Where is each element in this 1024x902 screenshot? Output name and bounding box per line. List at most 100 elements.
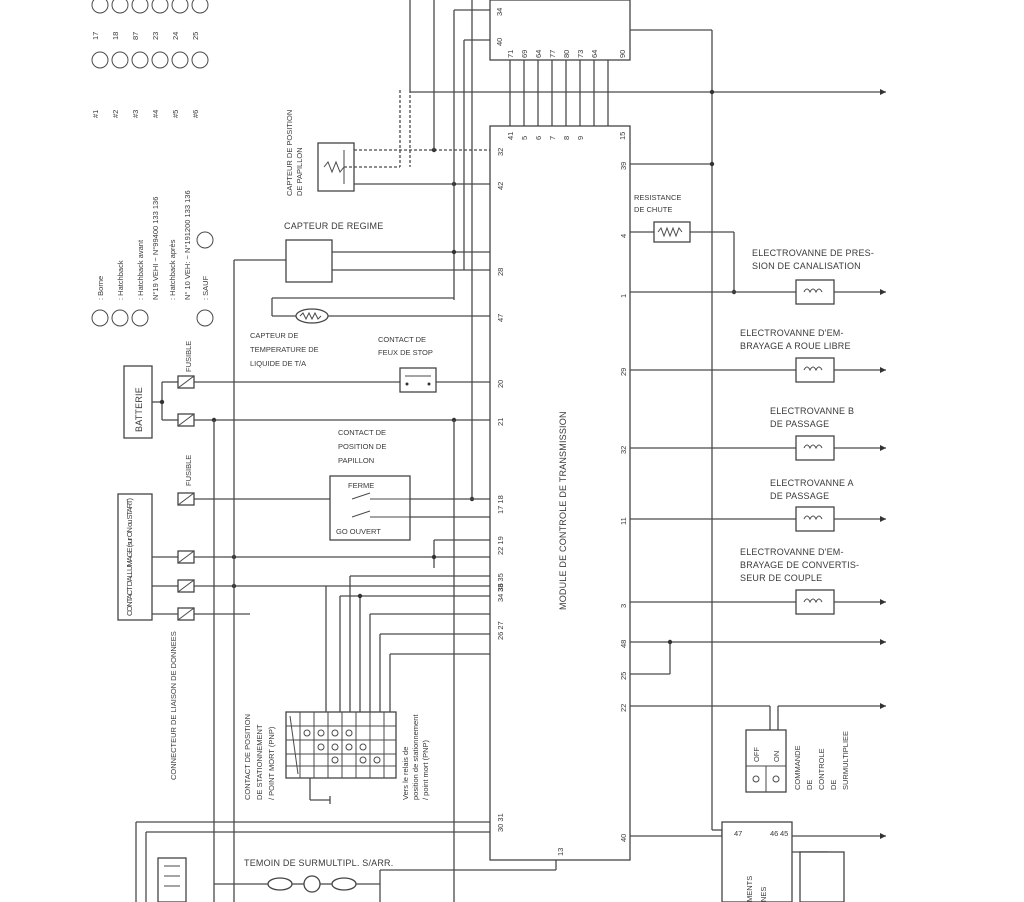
overdrive-switch: OFF ON COMMANDE DE CONTROLE DE SURMULTIP… xyxy=(745,729,850,793)
battery: BATTERIE xyxy=(123,365,178,439)
module-pin-right-6: 3 xyxy=(619,604,628,608)
throttle-position-switch: CONTACT DE POSITION DE PAPILLON FERME GO… xyxy=(329,428,411,541)
module-pin-left-3: 47 xyxy=(496,314,505,322)
upper-left-pin-1: 40 xyxy=(495,38,504,46)
module-pin-left-4: 20 xyxy=(496,380,505,388)
module-pin-left-10: 26 27 xyxy=(496,621,505,640)
overdrive-lamp-label: TEMOIN DE SURMULTIPL. S/ARR. xyxy=(244,858,393,868)
upper-pin-1: 69 xyxy=(520,50,529,58)
tp-switch-label-1: CONTACT DE xyxy=(338,428,386,437)
module-label: MODULE DE CONTROLE DE TRANSMISSION xyxy=(558,411,568,610)
ferme-label: FERME xyxy=(348,481,374,490)
upper-pin-6: 64 xyxy=(590,50,599,58)
module-pin-left-8: 33 35 xyxy=(496,573,505,592)
module-pin-top-6: 15 xyxy=(618,132,627,140)
legend-pin-6: 25 xyxy=(191,32,200,40)
speed-sensor-label: CAPTEUR DE REGIME xyxy=(284,221,383,231)
pnp-relay-label-2: position de stationnement xyxy=(411,714,420,800)
coolant-label-1: CAPTEUR DE xyxy=(250,331,298,340)
od-switch-label-1: COMMANDE xyxy=(793,745,802,790)
legend-code-2: #2 xyxy=(111,110,120,118)
fuse-note-2: FUSIBLE xyxy=(184,455,193,486)
instrument-label-2: MENTS xyxy=(745,876,754,902)
od-switch-label-5: SURMULTIPLIEE xyxy=(841,731,850,790)
upper-pin-4: 80 xyxy=(562,50,571,58)
legend-code-6: #6 xyxy=(191,110,200,118)
legend-note-6: N° 10 VEH: ~ N°191200 133 136 xyxy=(183,190,192,300)
data-link-label: CONNECTEUR DE LIAISON DE DONNEES xyxy=(169,631,178,780)
dropping-resistor-label-2: DE CHUTE xyxy=(634,205,672,214)
shift-b-label-1: ELECTROVANNE B xyxy=(770,406,854,416)
legend-note-2: : Hatchback xyxy=(116,260,125,300)
line-pressure-label-1: ELECTROVANNE DE PRES- xyxy=(752,248,874,258)
instrument-pin-2: 46 xyxy=(770,829,778,838)
legend-pin-4: 23 xyxy=(151,32,160,40)
module-pin-right-5: 11 xyxy=(619,517,628,525)
upper-left-pin-0: 34 xyxy=(495,8,504,16)
pnp-label-2: DE STATIONNEMENT xyxy=(255,724,264,800)
overrun-label-2: BRAYAGE A ROUE LIBRE xyxy=(740,341,851,351)
upper-pin-2: 64 xyxy=(534,50,543,58)
transmission-control-module: MODULE DE CONTROLE DE TRANSMISSION xyxy=(489,125,631,861)
coolant-temp-sensor: CAPTEUR DE TEMPERATURE DE LIQUIDE DE T/A xyxy=(250,297,490,368)
pnp-label-1: CONTACT DE POSITION xyxy=(243,714,252,800)
tp-switch-label-2: POSITION DE xyxy=(338,442,386,451)
shift-a-label-2: DE PASSAGE xyxy=(770,491,829,501)
coolant-label-3: LIQUIDE DE T/A xyxy=(250,359,306,368)
right-wires: RESISTANCE DE CHUTE xyxy=(410,29,886,837)
legend-note-5: : Hatchback après xyxy=(168,239,177,300)
module-pin-right-3: 29 xyxy=(619,368,628,376)
pnp-switch: CONTACT DE POSITION DE STATIONNEMENT / P… xyxy=(243,539,490,804)
module-pin-left-7: 22 19 xyxy=(496,536,505,555)
overrun-label-1: ELECTROVANNE D'EM- xyxy=(740,328,844,338)
module-pin-top-1: 5 xyxy=(520,136,529,140)
module-pin-right-4: 32 xyxy=(619,446,628,454)
module-pin-left-6: 17 18 xyxy=(496,495,505,514)
fuse-note-1: FUSIBLE xyxy=(184,341,193,372)
legend-code-4: #4 xyxy=(151,110,160,118)
pnp-relay-label-1: Vers le relais de xyxy=(401,747,410,800)
module-pin-right-8: 25 xyxy=(619,672,628,680)
od-switch-label-4: DE xyxy=(829,780,838,790)
ignition-switch-label: CONTACT D'ALLUMAGE (sur ON ou START) xyxy=(125,498,134,617)
line-pressure-label-2: SION DE CANALISATION xyxy=(752,261,861,271)
module-pin-left-5: 21 xyxy=(496,418,505,426)
tps-sensor-label-2: DE PAPILLON xyxy=(295,147,304,196)
module-pin-right-2: 1 xyxy=(619,294,628,298)
tp-switch-label-3: PAPILLON xyxy=(338,456,374,465)
solenoid-symbols xyxy=(803,288,823,604)
module-pin-top-5: 9 xyxy=(576,136,585,140)
upper-pin-0: 71 xyxy=(506,50,515,58)
upper-pin-3: 77 xyxy=(548,50,557,58)
legend-pin-3: 87 xyxy=(131,32,140,40)
module-pin-left-0: 32 xyxy=(496,148,505,156)
instrument-pin-3: 45 xyxy=(780,829,788,838)
legend-code-3: #3 xyxy=(131,110,140,118)
tcc-label-1: ELECTROVANNE D'EM- xyxy=(740,547,844,557)
speed-sensor: CAPTEUR DE REGIME xyxy=(284,221,490,283)
tcc-label-2: BRAYAGE DE CONVERTIS- xyxy=(740,560,859,570)
module-pin-top-2: 6 xyxy=(534,136,543,140)
module-pin-right-7: 48 xyxy=(619,640,628,648)
module-pin-right-0: 39 xyxy=(619,162,628,170)
legend-code-circles xyxy=(91,0,209,69)
module-pin-right-10: 40 xyxy=(619,834,628,842)
instrument-cluster: 47 46 45 MENTS NES xyxy=(721,821,886,902)
legend-note-1: : Borne xyxy=(96,276,105,300)
module-pin-left-11: 30 31 xyxy=(496,813,505,832)
ouvert-label: GO OUVERT xyxy=(336,527,381,536)
legend-note-circles xyxy=(91,231,214,327)
module-pin-top-3: 7 xyxy=(548,136,557,140)
module-pin-bottom: 13 xyxy=(556,848,565,856)
legend-pin-2: 18 xyxy=(111,32,120,40)
legend-code-1: #1 xyxy=(91,110,100,118)
arrow-markers xyxy=(880,89,886,839)
stop-lamp-label-2: FEUX DE STOP xyxy=(378,348,433,357)
module-pin-left-1: 42 xyxy=(496,182,505,190)
pnp-label-3: / POINT MORT (PNP) xyxy=(267,726,276,800)
module-pin-right-9: 22 xyxy=(619,704,628,712)
legend-note-7: : SAUF xyxy=(201,275,210,300)
tps-sensor-label-1: CAPTEUR DE POSITION xyxy=(285,110,294,196)
module-pin-left-2: 28 xyxy=(496,268,505,276)
